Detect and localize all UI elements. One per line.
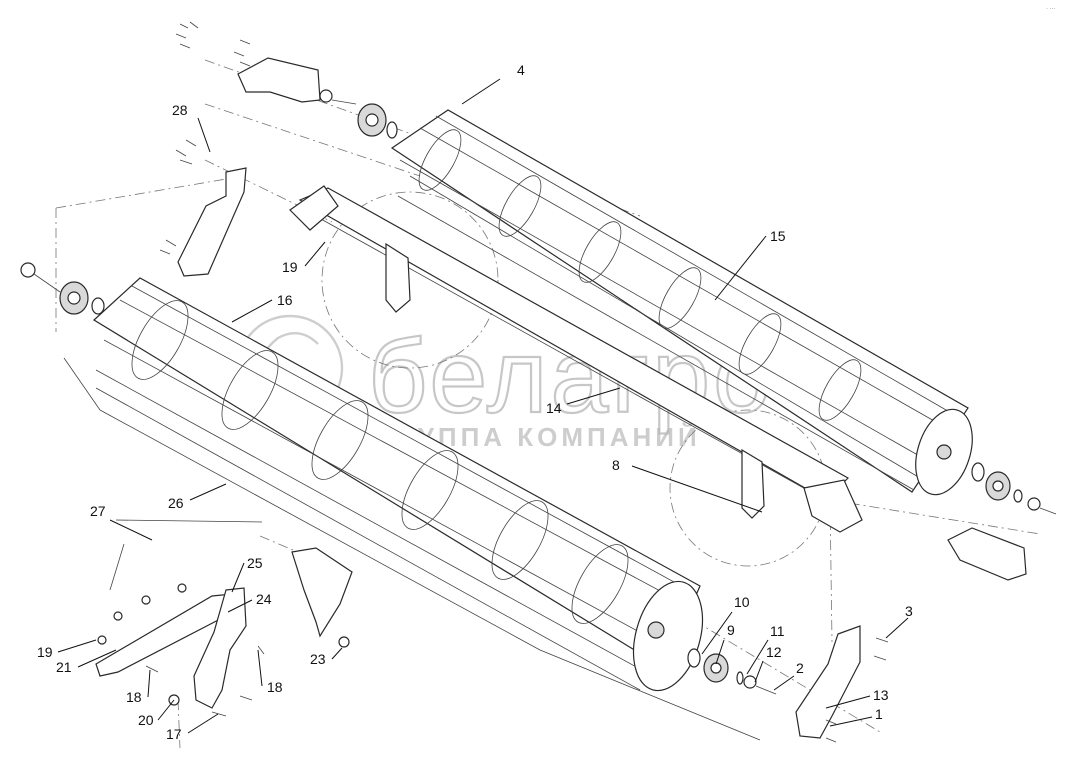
mid-left-bracket-assembly	[20, 139, 247, 315]
callout-c27: 27	[90, 503, 153, 541]
callout-number: 18	[267, 679, 283, 695]
callout-number: 14	[546, 400, 562, 416]
callout-number: 25	[247, 555, 263, 571]
upper-drum-ribs	[418, 129, 862, 421]
callout-leader-line	[461, 78, 501, 105]
callout-number: 9	[727, 622, 735, 638]
upper-left-bracket-assembly	[175, 21, 398, 139]
callout-number: 27	[90, 503, 106, 519]
lower-right-bracket-assembly	[795, 625, 889, 743]
lower-drum-ribs	[131, 300, 629, 624]
lower-drum-roller	[93, 277, 704, 692]
callout-leader-line	[825, 695, 871, 709]
callout-leader-line	[829, 716, 873, 727]
callout-number: 3	[905, 603, 913, 619]
callout-number: 16	[277, 292, 293, 308]
lower-left-bracket-assembly	[95, 547, 353, 717]
callout-number: 19	[37, 644, 53, 660]
callout-leader-line	[77, 649, 117, 668]
callout-c26: 26	[168, 483, 227, 511]
callout-leader-line	[187, 713, 219, 734]
callout-c20: 20	[138, 699, 175, 728]
callout-leader-line	[631, 465, 763, 513]
callout-number: 20	[138, 712, 154, 728]
callout-number: 12	[766, 644, 782, 660]
callout-leader-line	[773, 675, 795, 691]
callout-leader-line	[227, 599, 253, 613]
callout-c14: 14	[546, 387, 621, 416]
frame-beam	[289, 185, 863, 533]
callout-c18a: 18	[257, 649, 283, 695]
callout-c21: 21	[56, 649, 117, 675]
callout-leader-line	[57, 639, 97, 653]
drum-outline-lines	[63, 357, 761, 741]
callout-leader-line	[231, 562, 245, 593]
callout-leader-line	[257, 649, 263, 687]
callout-c15: 15	[714, 228, 786, 301]
callout-leader-line	[189, 483, 227, 501]
callout-leader-line	[701, 611, 733, 655]
callout-leader-line	[885, 617, 909, 639]
callout-c28: 28	[172, 102, 211, 153]
lower-drum-end-disc	[632, 580, 704, 692]
callout-number: 23	[310, 651, 326, 667]
bolt-group-lower-left	[97, 583, 350, 717]
callout-c8: 8	[612, 457, 763, 513]
callout-number: 8	[612, 457, 620, 473]
callout-number: 1	[875, 706, 883, 722]
callout-c9: 9	[715, 622, 735, 665]
callout-number: 28	[172, 102, 188, 118]
callout-c3: 3	[885, 603, 913, 639]
callout-c18b: 18	[126, 669, 151, 705]
callout-c25: 25	[231, 555, 263, 593]
callout-leader-line	[157, 699, 175, 721]
callout-leader-line	[197, 117, 211, 153]
callout-number: 13	[873, 687, 889, 703]
callout-number: 2	[796, 660, 804, 676]
callout-c11: 11	[746, 623, 785, 675]
callout-c2: 2	[773, 660, 804, 691]
callout-leader-line	[754, 660, 764, 683]
callout-number: 26	[168, 495, 184, 511]
callout-leader-line	[714, 235, 767, 301]
callout-c24: 24	[227, 591, 272, 613]
callout-number: 10	[734, 594, 750, 610]
callout-leader-line	[566, 387, 621, 405]
callout-number: 15	[770, 228, 786, 244]
callout-leader-line	[147, 669, 151, 698]
callout-number: 17	[166, 726, 182, 742]
callout-number: 21	[56, 659, 72, 675]
callout-c10: 10	[701, 594, 750, 655]
callout-c4: 4	[461, 62, 525, 105]
callout-number: 4	[517, 62, 525, 78]
right-bearing-assembly	[947, 462, 1057, 581]
callout-number: 19	[282, 259, 298, 275]
bolt-group-top	[175, 21, 251, 67]
callout-number: 18	[126, 689, 142, 705]
callout-leader-line	[109, 519, 153, 541]
callout-c13: 13	[825, 687, 889, 709]
upper-drum-roller	[390, 109, 973, 496]
callout-c19a: 19	[282, 241, 326, 275]
callout-leader-line	[331, 647, 343, 660]
callout-c23: 23	[310, 647, 343, 667]
callout-leader-line	[231, 299, 273, 323]
callout-leader-line	[715, 639, 725, 665]
callout-c1: 1	[829, 706, 883, 727]
callout-c17: 17	[166, 713, 219, 742]
callout-leader-line	[304, 241, 326, 267]
callout-number: 11	[770, 623, 785, 639]
corner-mark: · ···	[1046, 6, 1056, 12]
callout-leader-line	[746, 639, 769, 675]
callout-c16: 16	[231, 292, 293, 323]
lower-bearing-assembly	[687, 648, 777, 695]
callout-number: 24	[256, 591, 272, 607]
callout-c19b: 19	[37, 639, 97, 660]
callout-c12: 12	[754, 644, 782, 683]
